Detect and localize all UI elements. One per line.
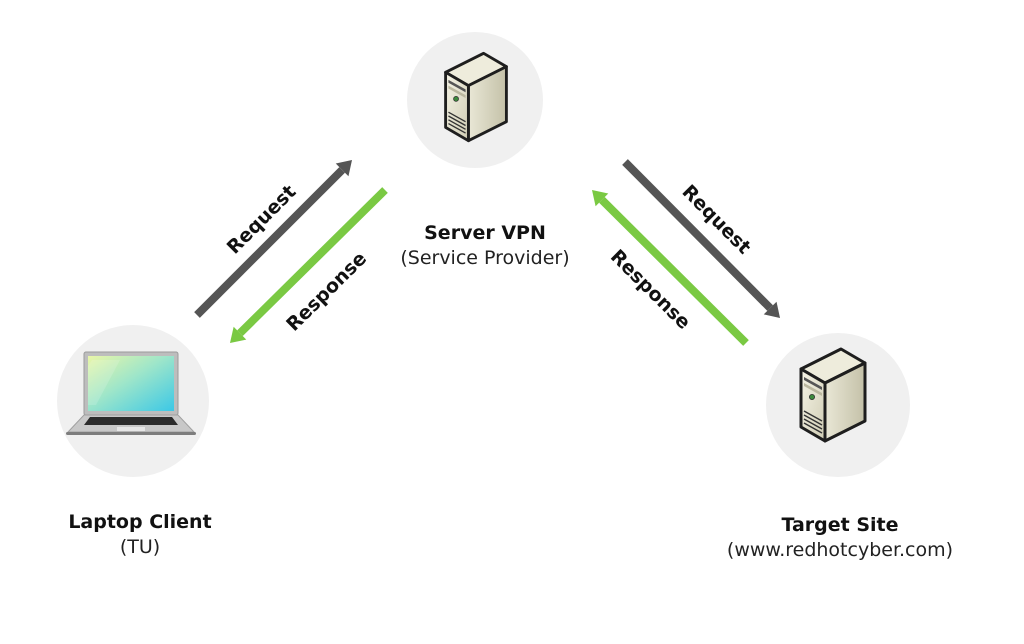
node-target [766, 333, 910, 477]
node-label-laptop: Laptop Client (TU) [40, 511, 240, 558]
node-vpn [407, 32, 543, 168]
response-arrow-head [230, 326, 247, 343]
node-title: Laptop Client [68, 511, 212, 533]
response-arrow-head [592, 190, 609, 207]
node-subtitle: (TU) [119, 536, 161, 558]
laptop-icon [66, 351, 196, 435]
server-icon [444, 51, 508, 143]
node-title: Server VPN [424, 222, 546, 244]
response-arrow-shaft [237, 187, 388, 337]
response-label: Response [282, 248, 371, 336]
node-label-target: Target Site (www.redhotcyber.com) [690, 514, 990, 561]
request-arrow-shaft [194, 167, 345, 318]
node-label-vpn: Server VPN (Service Provider) [380, 222, 590, 269]
server-icon [799, 347, 867, 443]
node-laptop [57, 325, 209, 477]
request-arrow-head [335, 160, 352, 177]
node-title: Target Site [781, 514, 899, 536]
node-subtitle: (Service Provider) [400, 247, 570, 269]
response-label: Response [606, 245, 695, 333]
request-label: Request [678, 181, 756, 259]
response-arrow-shaft [599, 197, 749, 346]
node-subtitle: (www.redhotcyber.com) [726, 539, 954, 561]
request-arrow-shaft [622, 159, 773, 311]
request-arrow-head [763, 301, 780, 318]
